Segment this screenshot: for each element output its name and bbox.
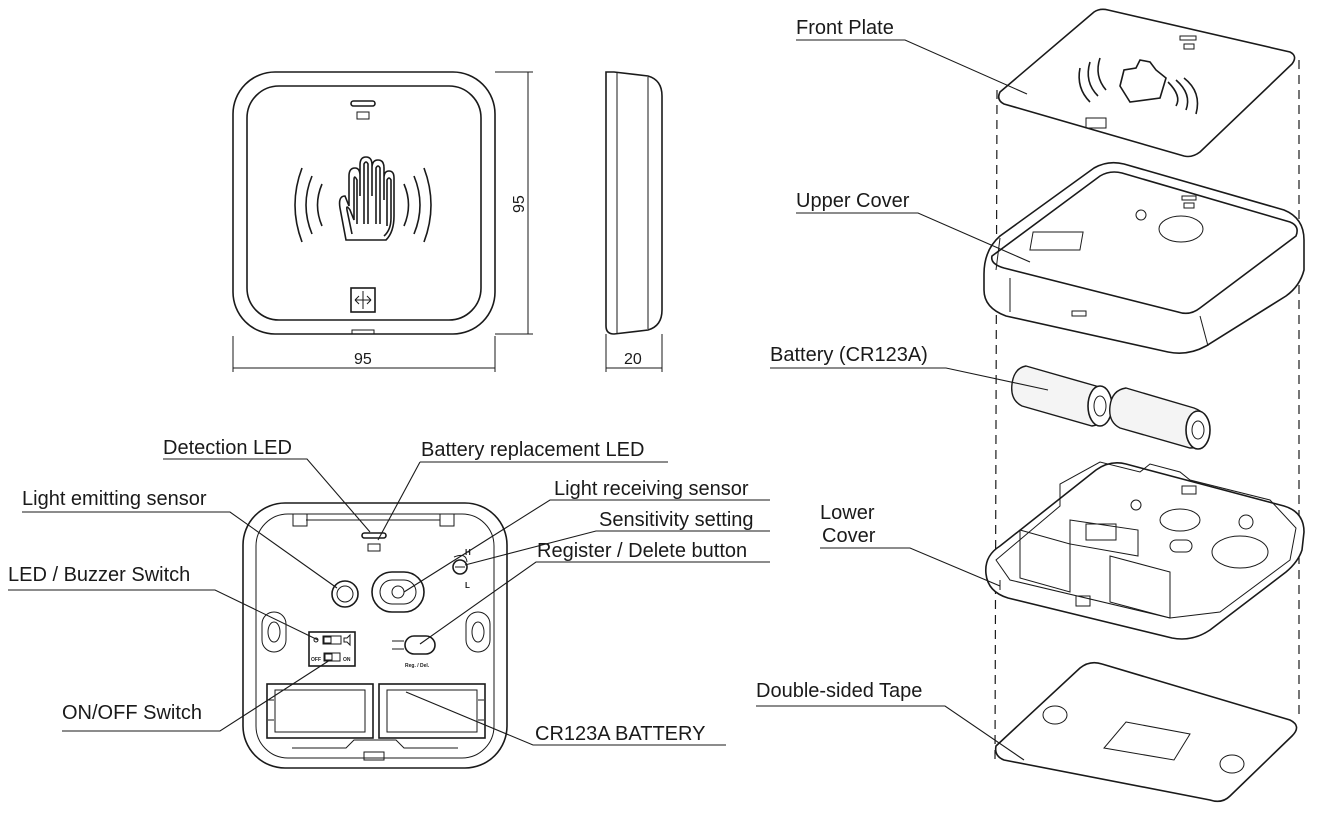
on-off-switch-mark <box>323 652 341 662</box>
leader-lines <box>8 39 1049 761</box>
left-battery-compartment <box>266 683 374 739</box>
front-bottom-notch <box>351 329 375 335</box>
swap-arrow-icon <box>354 291 372 309</box>
width-dimension: 95 <box>232 336 496 372</box>
lower-cover-label-line1: Lower <box>820 502 875 524</box>
light-emitting-sensor-mark <box>331 580 359 608</box>
depth-dimension-label: 20 <box>624 351 642 368</box>
lower-cover-part <box>984 461 1305 640</box>
right-wave-icon <box>403 167 432 243</box>
battery-parts <box>1011 365 1211 450</box>
depth-dimension: 20 <box>605 334 663 372</box>
front-plate-part <box>997 8 1296 158</box>
front-view: 95 95 <box>232 71 533 372</box>
register-delete-button-mark <box>404 635 436 655</box>
upper-cover-part <box>983 161 1305 354</box>
width-dimension-label: 95 <box>354 351 372 368</box>
labels: Detection LED Battery replacement LED Li… <box>8 17 928 745</box>
side-profile <box>605 71 663 335</box>
sensitivity-setting-label: Sensitivity setting <box>599 509 754 531</box>
left-wave-icon <box>294 167 323 243</box>
light-receiving-sensor-label: Light receiving sensor <box>554 478 749 500</box>
led-buzzer-switch-mark <box>322 635 342 645</box>
front-led-slot <box>350 100 376 107</box>
height-dimension-label: 95 <box>511 195 528 213</box>
double-sided-tape-label: Double-sided Tape <box>756 680 922 702</box>
inner-housing-inner <box>255 513 495 759</box>
right-mount-hole <box>465 611 491 653</box>
double-sided-tape-part <box>994 661 1298 803</box>
exploded-view <box>983 8 1305 803</box>
led-buzzer-switch-label: LED / Buzzer Switch <box>8 564 190 586</box>
lower-cover-label-line2: Cover <box>822 525 876 547</box>
inner-led-slot <box>361 532 387 539</box>
left-mount-hole <box>261 611 287 653</box>
battery-label: Battery (CR123A) <box>770 344 928 366</box>
front-led-window <box>356 111 370 120</box>
right-battery-compartment <box>378 683 486 739</box>
sensitivity-l-mark: L <box>465 581 470 590</box>
buzzer-icon <box>343 633 351 647</box>
upper-cover-label: Upper Cover <box>796 190 910 212</box>
sensitivity-h-mark: H <box>465 548 471 557</box>
internal-view: H L OFF ON Reg. / Del. <box>242 502 508 769</box>
inner-led-window <box>367 543 381 552</box>
light-emitting-sensor-label: Light emitting sensor <box>22 488 207 510</box>
detection-led-label: Detection LED <box>163 437 292 459</box>
off-mark: OFF <box>311 657 321 663</box>
cr123a-battery-label: CR123A BATTERY <box>535 723 705 745</box>
height-dimension: 95 <box>495 71 533 335</box>
front-plate-label: Front Plate <box>796 17 894 39</box>
register-delete-button-label: Register / Delete button <box>537 540 747 562</box>
on-off-switch-label: ON/OFF Switch <box>62 702 202 724</box>
side-view: 20 <box>605 71 663 372</box>
on-mark: ON <box>343 657 351 663</box>
battery-replacement-led-label: Battery replacement LED <box>421 439 644 461</box>
hand-icon <box>338 156 395 241</box>
reg-del-mark: Reg. / Del. <box>405 663 430 669</box>
